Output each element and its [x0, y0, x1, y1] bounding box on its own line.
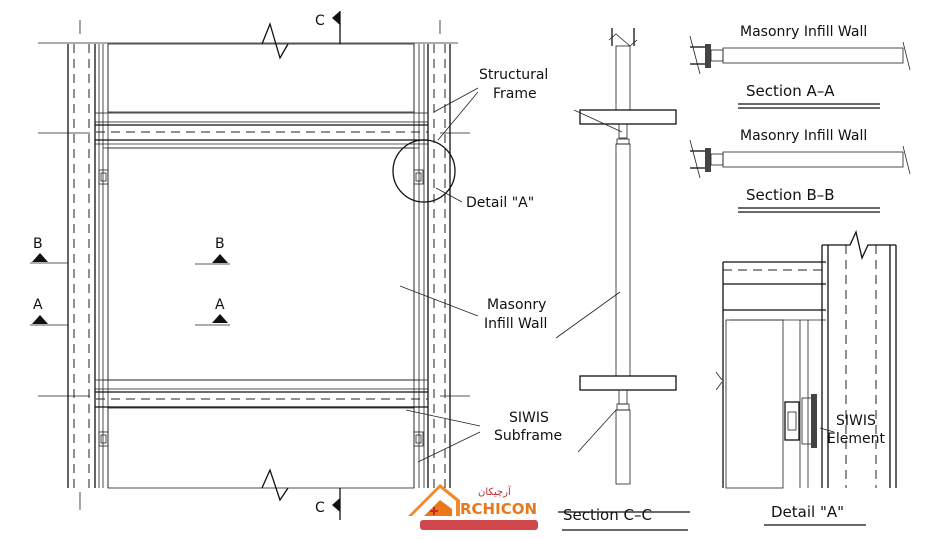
svg-text:C: C: [315, 500, 325, 516]
section-c-marker-top: C: [315, 11, 341, 44]
section-a-marker-inner: A: [195, 297, 230, 326]
archicon-logo: RCHICON آرچیکان: [408, 484, 538, 530]
structural-frame-label-1: Structural: [479, 67, 548, 83]
lower-beam: [94, 379, 429, 408]
left-column: [67, 44, 109, 488]
break-line-bottom: [261, 468, 289, 502]
section-b-marker-inner: B: [195, 236, 230, 265]
section-b-marker-left: B: [30, 236, 68, 264]
section-a-marker-left: A: [30, 297, 68, 326]
cc-lower-slab: [579, 375, 677, 391]
upper-brick-panel: [107, 43, 415, 113]
svg-text:B: B: [215, 236, 225, 252]
section-bb-label: Masonry Infill Wall: [740, 128, 867, 144]
structural-frame-label-2: Frame: [493, 86, 537, 102]
main-brick-panel: [107, 147, 415, 381]
siwis-connectors: [98, 169, 424, 447]
logo-wordmark: RCHICON: [460, 500, 537, 518]
detail-a-callout-label: Detail "A": [466, 195, 534, 211]
section-aa-label: Masonry Infill Wall: [740, 24, 867, 40]
logo-arabic: آرچیکان: [478, 485, 512, 498]
section-bb-view: Masonry Infill Wall Section B–B: [689, 128, 911, 213]
right-column: [413, 44, 451, 488]
detail-a-callout-circle: [392, 139, 456, 203]
masonry-infill-label-1: Masonry: [487, 297, 546, 313]
section-aa-title: Section A–A: [746, 82, 835, 100]
elevation-view: C C B A B A: [30, 11, 562, 520]
svg-text:A: A: [33, 297, 43, 313]
detail-a-siwis-label-1: SIWIS: [836, 413, 876, 429]
svg-text:C: C: [315, 13, 325, 29]
section-aa-view: Masonry Infill Wall Section A–A: [689, 24, 911, 109]
detail-a-siwis-label-2: Element: [827, 431, 885, 447]
detail-a-title: Detail "A": [771, 503, 844, 521]
svg-text:A: A: [215, 297, 225, 313]
cc-upper-slab: [579, 109, 677, 125]
svg-text:B: B: [33, 236, 43, 252]
upper-beam: [94, 112, 429, 149]
section-bb-title: Section B–B: [746, 186, 835, 204]
section-c-marker-bottom: C: [315, 488, 341, 520]
section-cc-view: Section C–C: [555, 28, 690, 531]
siwis-subframe-label-1: SIWIS: [509, 410, 549, 426]
siwis-subframe-label-2: Subframe: [494, 428, 562, 444]
lower-brick-panel: [107, 407, 415, 489]
break-line-top: [261, 22, 289, 60]
detail-a-view: SIWIS Element Detail "A": [715, 230, 897, 526]
section-cc-title: Section C–C: [563, 506, 652, 524]
masonry-infill-label-2: Infill Wall: [484, 316, 547, 332]
